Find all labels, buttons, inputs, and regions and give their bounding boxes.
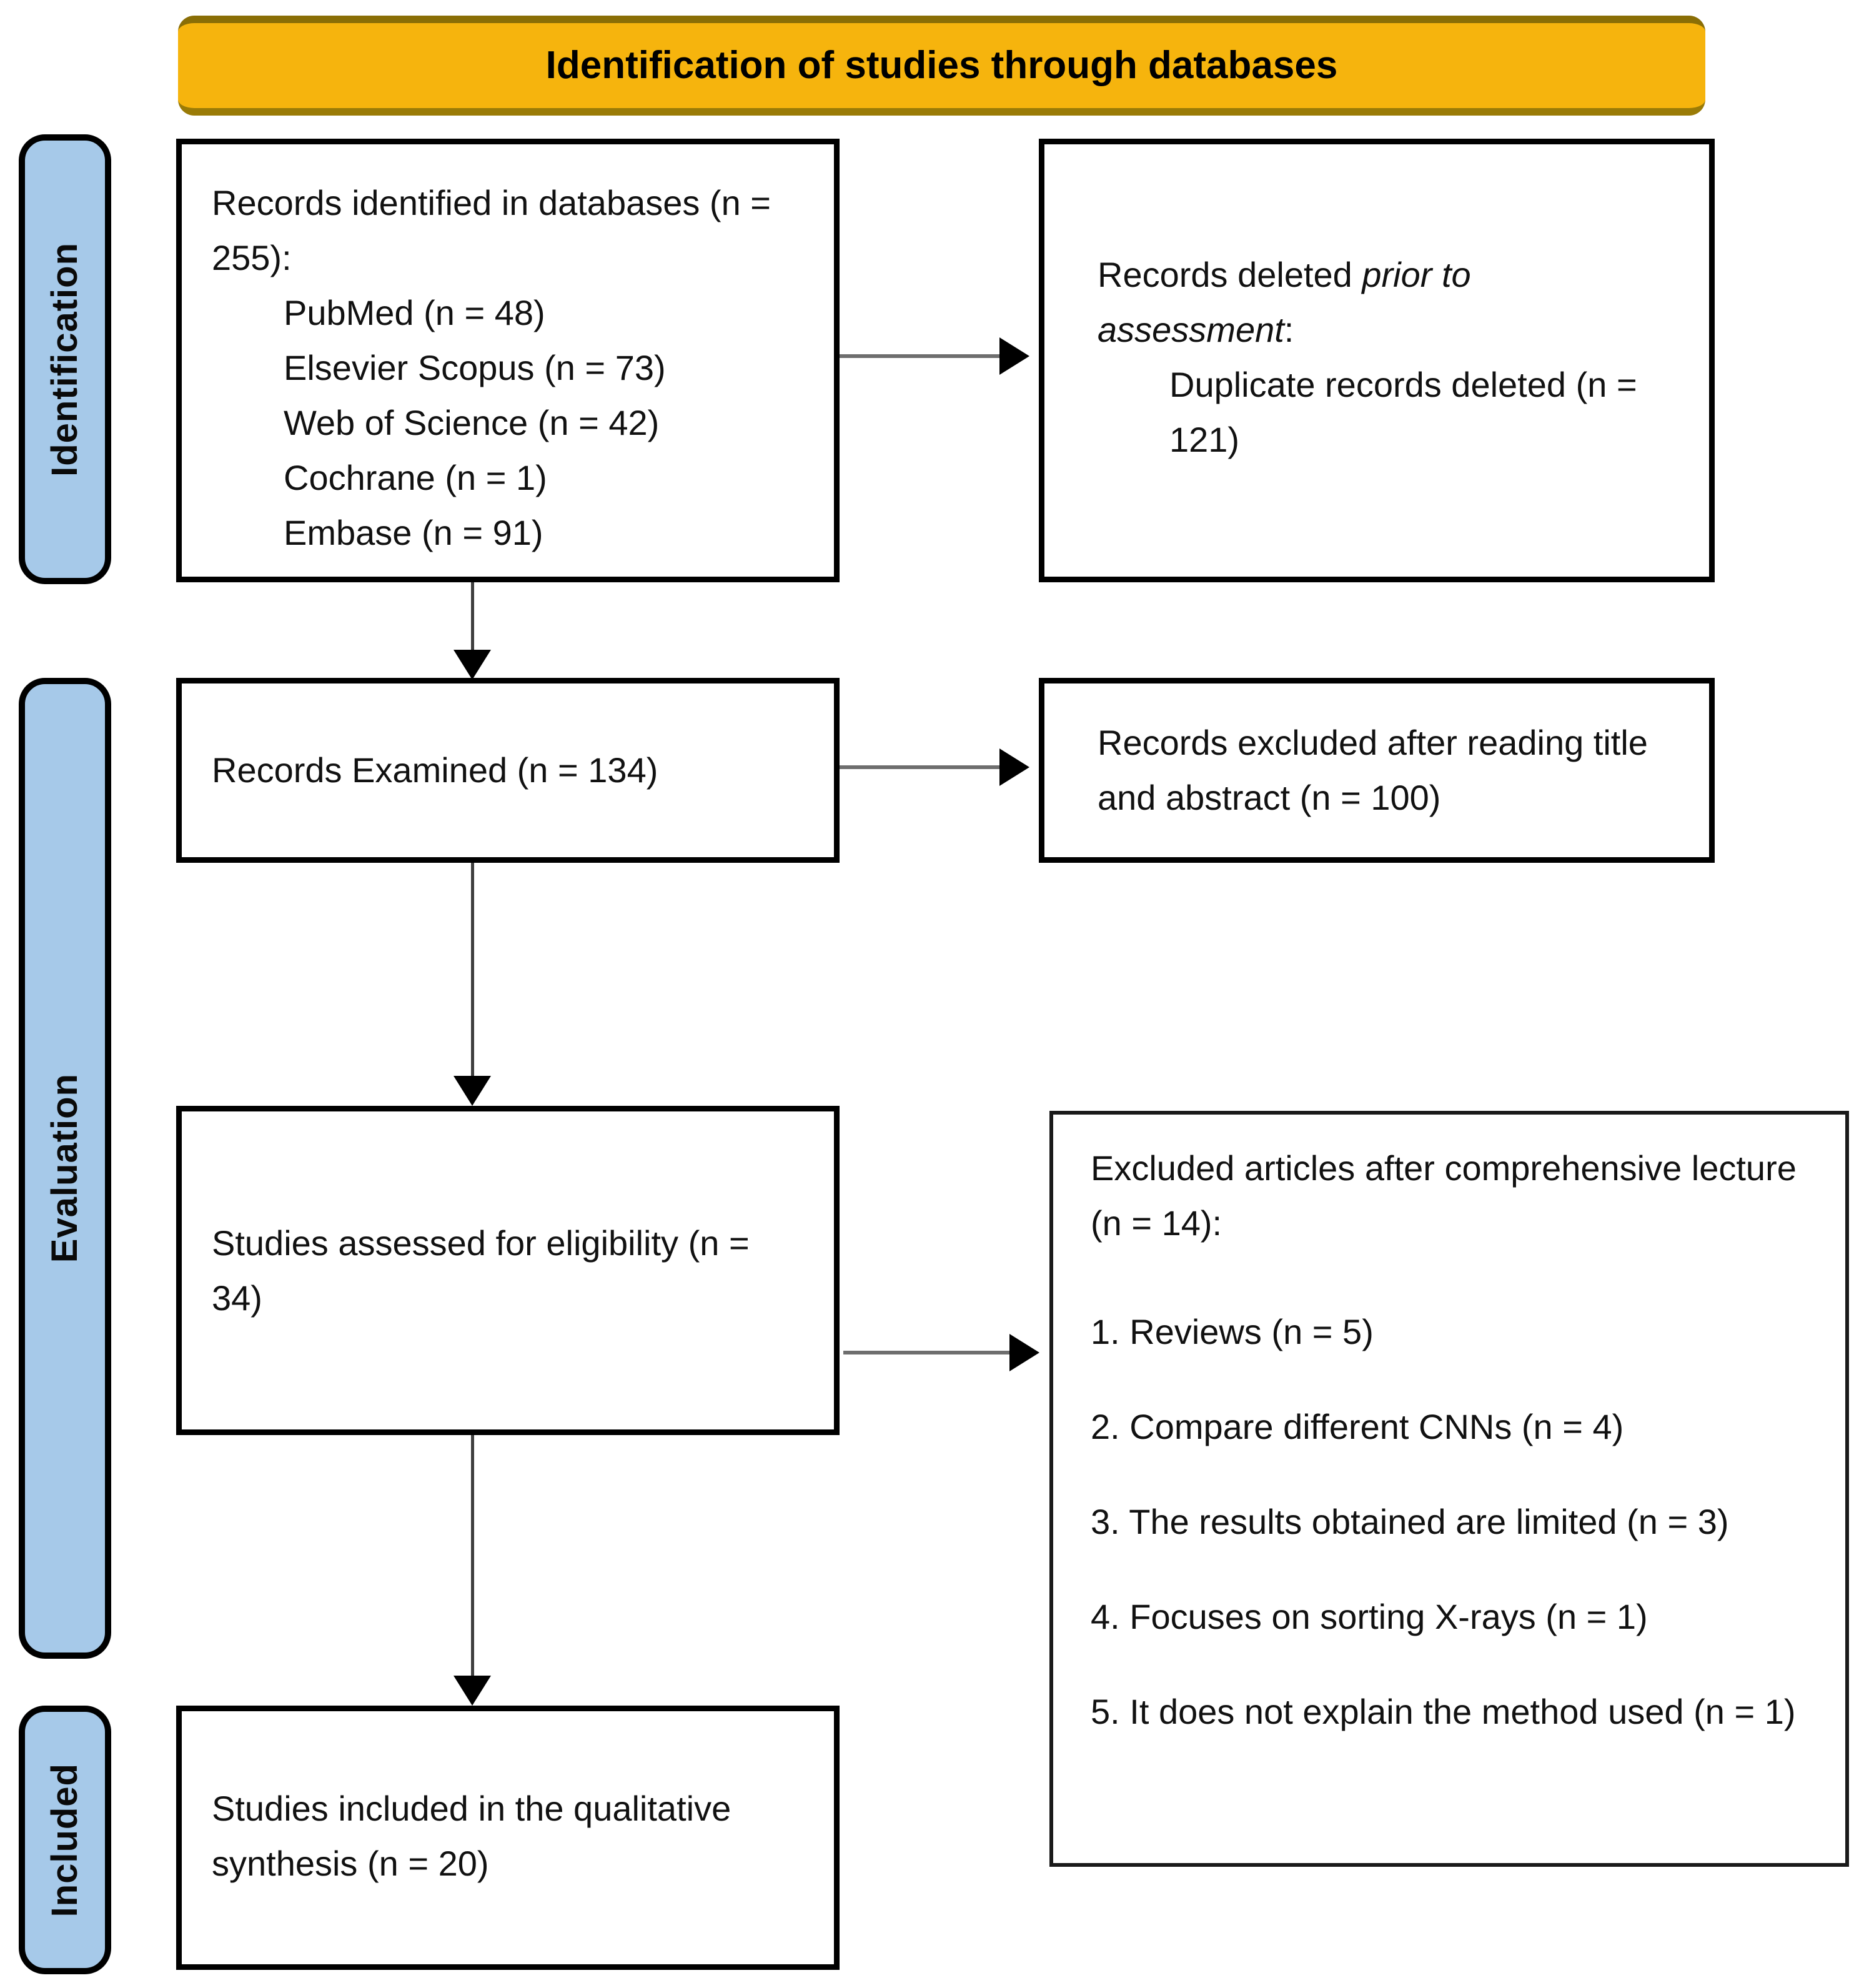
arrowhead-down-icon bbox=[454, 650, 491, 680]
box-excluded-articles: Excluded articles after comprehensive le… bbox=[1049, 1111, 1849, 1867]
box-records-excluded: Records excluded after reading title and… bbox=[1039, 678, 1715, 863]
arrowhead-right-icon bbox=[1009, 1334, 1039, 1371]
box-studies-assessed: Studies assessed for eligibility (n = 34… bbox=[176, 1106, 840, 1435]
excluded-articles-item-2: 2. Compare different CNNs (n = 4) bbox=[1091, 1407, 1624, 1446]
records-identified-heading: Records identified in databases (n = 255… bbox=[212, 183, 771, 277]
stage-identification-label: Identification bbox=[44, 242, 85, 477]
excluded-articles-item-5: 5. It does not explain the method used (… bbox=[1091, 1692, 1796, 1731]
studies-assessed-text: Studies assessed for eligibility (n = 34… bbox=[212, 1223, 750, 1318]
records-identified-item-cochrane: Cochrane (n = 1) bbox=[284, 458, 547, 497]
box-studies-included: Studies included in the qualitative synt… bbox=[176, 1706, 840, 1970]
arrowhead-down-icon bbox=[454, 1076, 491, 1106]
records-excluded-text: Records excluded after reading title and… bbox=[1098, 723, 1648, 817]
records-identified-item-embase: Embase (n = 91) bbox=[284, 513, 543, 552]
records-deleted-italic: prior to assessment bbox=[1098, 255, 1471, 349]
excluded-articles-heading: Excluded articles after comprehensive le… bbox=[1091, 1148, 1797, 1243]
stage-identification: Identification bbox=[19, 134, 111, 584]
arrowhead-down-icon bbox=[454, 1676, 491, 1706]
records-identified-item-pubmed: PubMed (n = 48) bbox=[284, 293, 545, 332]
records-examined-text: Records Examined (n = 134) bbox=[212, 750, 658, 790]
excluded-articles-item-4: 4. Focuses on sorting X-rays (n = 1) bbox=[1091, 1597, 1648, 1636]
box-records-deleted: Records deleted prior to assessment: Dup… bbox=[1039, 139, 1715, 582]
excluded-articles-item-1: 1. Reviews (n = 5) bbox=[1091, 1312, 1374, 1351]
box-records-identified: Records identified in databases (n = 255… bbox=[176, 139, 840, 582]
banner-title: Identification of studies through databa… bbox=[545, 44, 1338, 87]
stage-included: Included bbox=[19, 1706, 111, 1974]
arrowhead-right-icon bbox=[999, 748, 1029, 786]
records-identified-item-scopus: Elsevier Scopus (n = 73) bbox=[284, 348, 666, 387]
records-deleted-prefix: Records deleted bbox=[1098, 255, 1362, 294]
excluded-articles-item-3: 3. The results obtained are limited (n =… bbox=[1091, 1502, 1729, 1541]
records-deleted-item: Duplicate records deleted (n = 121) bbox=[1169, 365, 1637, 459]
records-deleted-heading: Records deleted prior to assessment: bbox=[1098, 247, 1666, 357]
stage-evaluation: Evaluation bbox=[19, 678, 111, 1659]
stage-included-label: Included bbox=[44, 1762, 85, 1917]
records-identified-item-wos: Web of Science (n = 42) bbox=[284, 403, 660, 442]
stage-evaluation-label: Evaluation bbox=[44, 1073, 85, 1263]
arrowhead-right-icon bbox=[999, 337, 1029, 375]
records-deleted-suffix: : bbox=[1284, 310, 1294, 349]
studies-included-text: Studies included in the qualitative synt… bbox=[212, 1789, 731, 1883]
title-banner: Identification of studies through databa… bbox=[178, 16, 1705, 116]
box-records-examined: Records Examined (n = 134) bbox=[176, 678, 840, 863]
